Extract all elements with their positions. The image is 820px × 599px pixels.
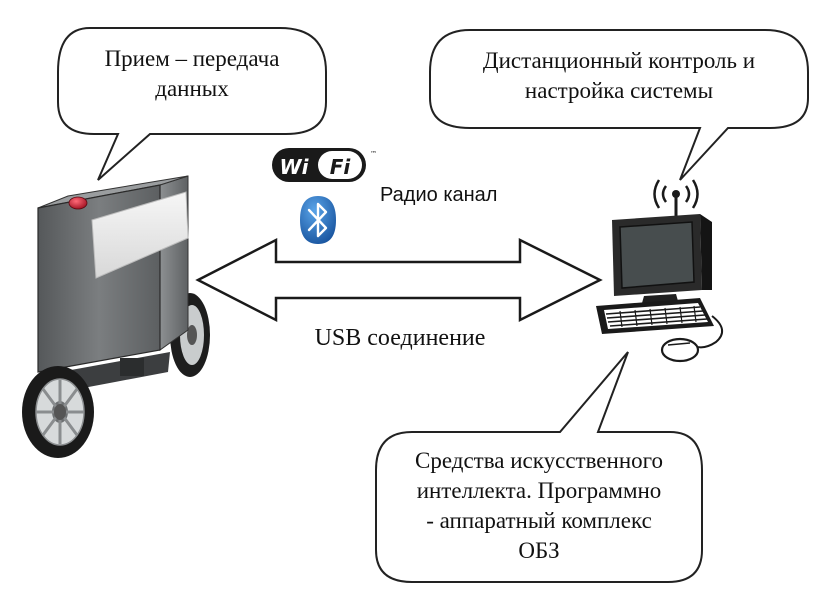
wifi-logo-right: Fi xyxy=(330,155,352,179)
bubble-remote-control-line2: настройка системы xyxy=(525,78,713,103)
wifi-logo-icon: Wi Fi ™ xyxy=(272,148,377,182)
robot-wheel-back xyxy=(170,293,210,377)
usb-connection-label: USB соединение xyxy=(315,325,486,351)
bubble-ai-tools-line2: интеллекта. Программно xyxy=(417,478,662,503)
radio-channel-label: Радио канал xyxy=(380,184,497,206)
bubble-ai-tools xyxy=(375,351,703,583)
bubble-ai-tools-line4: ОБЗ xyxy=(518,538,559,563)
robot-icon xyxy=(22,175,210,458)
bubble-data-exchange-line1: Прием – передача xyxy=(105,46,280,71)
antenna-icon xyxy=(653,179,699,218)
bluetooth-icon xyxy=(300,196,336,244)
bubble-data-exchange-line2: данных xyxy=(155,76,229,101)
bubble-remote-control xyxy=(429,29,809,181)
computer-icon xyxy=(596,179,723,363)
bubble-ai-tools-line1: Средства искусственного xyxy=(415,448,663,473)
wifi-logo-left: Wi xyxy=(280,155,310,179)
double-arrow-icon xyxy=(195,237,603,323)
wifi-logo-trademark: ™ xyxy=(370,150,377,158)
mouse-icon xyxy=(660,315,723,363)
robot-wheel-front xyxy=(22,366,94,458)
bubble-ai-tools-line3: - аппаратный комплекс xyxy=(426,508,652,533)
bubble-remote-control-line1: Дистанционный контроль и xyxy=(483,48,755,73)
keyboard-icon xyxy=(596,298,714,334)
bubble-data-exchange xyxy=(57,27,327,181)
